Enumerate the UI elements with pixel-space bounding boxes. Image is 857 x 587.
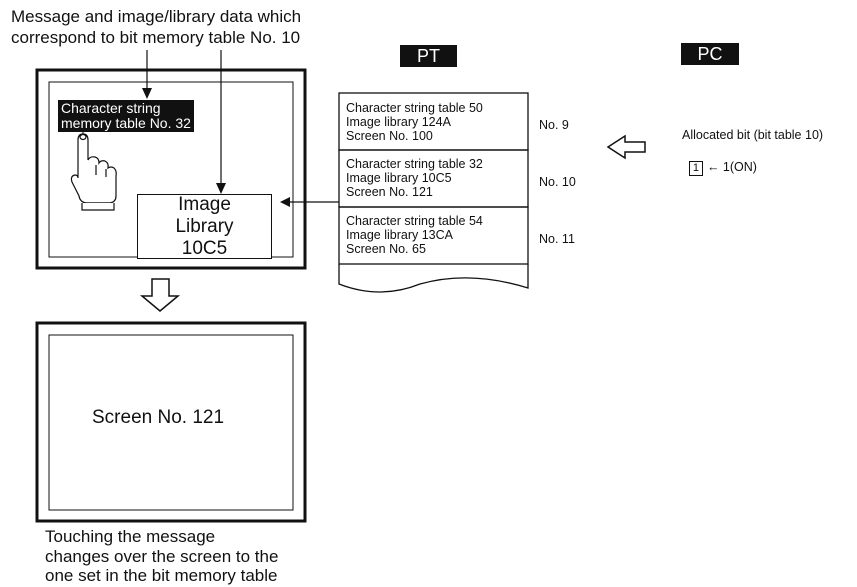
allocated-bit-row: 1← 1(ON) <box>682 146 757 176</box>
bit-table-torn-edge <box>338 264 529 293</box>
bit-table-row-11-number: No. 11 <box>539 232 575 246</box>
table-to-screen-arrowhead <box>280 197 290 207</box>
image-library-box: Image Library 10C5 <box>137 194 272 259</box>
pc-to-table-arrow <box>606 134 646 160</box>
bit-table-row-9-number: No. 9 <box>539 118 569 132</box>
image-library-label: Image Library 10C5 <box>175 193 234 259</box>
allocated-bit-label: Allocated bit (bit table 10) <box>682 128 824 142</box>
result-screen-inner-frame <box>48 334 294 511</box>
result-screen-outer-frame <box>35 321 307 523</box>
touch-hand-icon <box>70 133 117 211</box>
allocated-bit-assignment: ← 1(ON) <box>706 160 757 174</box>
bit-table-row-frame-11 <box>338 206 529 265</box>
bottom-caption: Touching the message changes over the sc… <box>45 527 279 585</box>
caption-arrowhead-1 <box>142 88 152 99</box>
bit-table-row-9-text: Character string table 50 Image library … <box>346 101 483 143</box>
bit-table-row-10-text: Character string table 32 Image library … <box>346 157 483 199</box>
screen-change-arrow <box>139 278 181 312</box>
bit-table-row-10-number: No. 10 <box>539 175 576 189</box>
allocated-bit-cell: 1 <box>688 161 703 176</box>
pc-tag: PC <box>681 43 739 65</box>
top-caption: Message and image/library data which cor… <box>11 7 302 47</box>
touch-message[interactable]: Character string memory table No. 32 <box>58 100 194 132</box>
pt-screen-outer-frame <box>35 68 307 270</box>
pt-tag: PT <box>400 45 457 67</box>
bit-table-row-11-text: Character string table 54 Image library … <box>346 214 483 256</box>
caption-arrowhead-2 <box>216 183 226 194</box>
result-screen-label: Screen No. 121 <box>92 407 225 428</box>
